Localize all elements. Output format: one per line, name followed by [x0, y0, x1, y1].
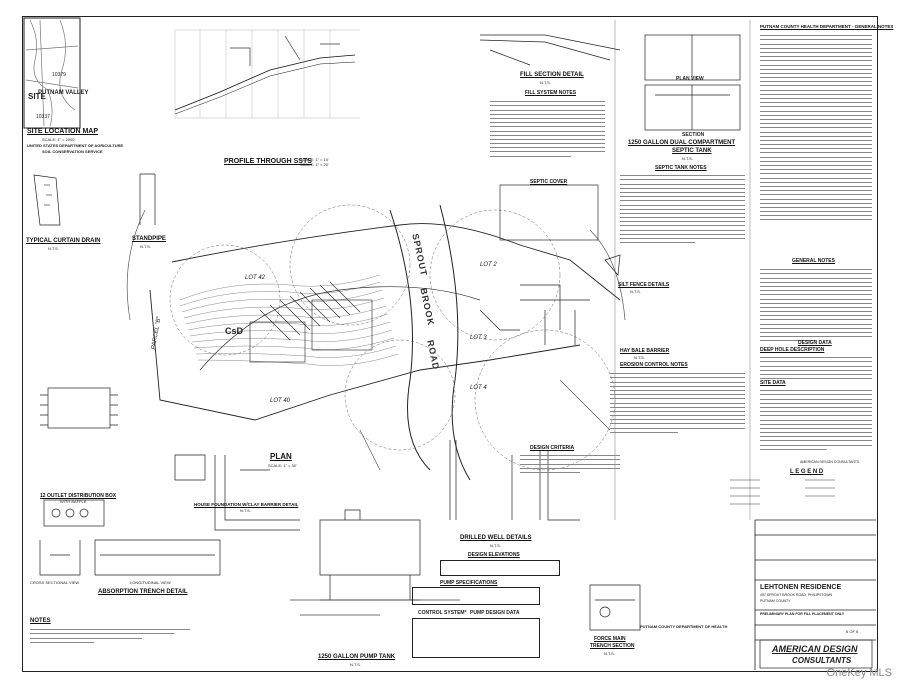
lot-label-40: LOT 40: [270, 398, 291, 404]
lot-label-4: LOT 4: [470, 385, 487, 391]
deep-hole-lines: [760, 354, 872, 382]
map-number-a: 10379: [52, 72, 66, 78]
septic-notes-lines: [620, 172, 745, 246]
house-foundation-title: HOUSE FOUNDATION W/CLAY BARRIER DETAIL: [194, 502, 299, 507]
legend-title: L E G E N D: [790, 469, 824, 475]
consultants-name-2: CONSULTANTS: [792, 656, 852, 665]
pump-design-title: PUMP DESIGN DATA: [470, 610, 520, 616]
site-label: SITE: [28, 92, 46, 101]
trench-long-label: LONGITUDINAL VIEW: [130, 580, 171, 585]
plan-title: PLAN: [270, 452, 292, 461]
curtain-drain-scale: N.T.S.: [48, 246, 59, 251]
erosion-notes-title: EROSION CONTROL NOTES: [620, 362, 688, 368]
site-map-title: SITE LOCATION MAP: [27, 128, 99, 135]
design-data-title: DESIGN DATA: [798, 340, 832, 346]
design-criteria-lines: [520, 452, 620, 476]
hay-bale-title: HAY BALE BARRIER: [620, 348, 670, 354]
septic-tank-scale: N.T.S.: [682, 156, 693, 161]
septic-plan-view: PLAN VIEW: [676, 76, 704, 82]
silt-fence-scale: N.T.S.: [630, 289, 641, 294]
design-criteria-title: DESIGN CRITERIA: [530, 445, 575, 451]
pump-design-table: [412, 618, 540, 658]
health-notes-title: PUTNAM COUNTY HEALTH DEPARTMENT - GENERA…: [760, 24, 894, 29]
soil-label: CsD: [225, 326, 244, 336]
septic-tank-title-2: SEPTIC TANK: [672, 148, 712, 154]
site-map-source-2: SOIL CONSERVATION SERVICE: [42, 149, 103, 154]
fill-notes-title: FILL SYSTEM NOTES: [525, 90, 577, 96]
site-data-lines: [760, 387, 872, 453]
well-title: DRILLED WELL DETAILS: [460, 535, 532, 541]
fill-section-scale: N.T.S.: [540, 80, 551, 85]
force-main-title-2: TRENCH SECTION: [590, 643, 635, 649]
general-notes-lines: [760, 266, 872, 345]
fill-section-title: FILL SECTION DETAIL: [520, 72, 584, 78]
stamp-label: AMERICAN DESIGN CONSULTANTS: [800, 460, 860, 464]
force-main-title-1: FORCE MAIN: [594, 636, 626, 642]
pump-tank-scale: N.T.S.: [350, 662, 361, 667]
town-label: PUTNAM VALLEY: [38, 90, 89, 96]
site-data-title: SITE DATA: [760, 380, 786, 386]
septic-section: SECTION: [682, 132, 705, 138]
drawing-border: [22, 16, 878, 672]
deep-hole-title: DEEP HOLE DESCRIPTION: [760, 347, 825, 353]
sheet-title: PRELIMINARY PLAN FOR FILL PLACEMENT ONLY: [760, 612, 845, 616]
curtain-drain-title: TYPICAL CURTAIN DRAIN: [26, 238, 101, 244]
pump-spec-title: PUMP SPECIFICATIONS: [440, 580, 498, 586]
profile-vscale: SCALE: 1" = 10': [300, 157, 329, 162]
lot-label-3: LOT 3: [470, 335, 487, 341]
hay-bale-scale: N.T.S.: [634, 355, 645, 360]
project-county: PUTNAM COUNTY: [760, 599, 791, 603]
control-system-title: CONTROL SYSTEM*: [418, 610, 467, 616]
watermark: OneKey MLS: [826, 667, 892, 679]
general-notes-title: GENERAL NOTES: [792, 258, 835, 264]
standpipe-scale: N.T.S.: [140, 244, 151, 249]
lot-label-2: LOT 2: [480, 262, 497, 268]
septic-tank-title-1: 1250 GALLON DUAL COMPARTMENT: [628, 140, 736, 146]
profile-title: PROFILE THROUGH SSTS: [224, 158, 312, 165]
septic-cover-title: SEPTIC COVER: [530, 179, 568, 185]
map-number-b: 10337: [36, 114, 50, 120]
silt-fence-title: SILT FENCE DETAILS: [618, 282, 670, 288]
health-dept-label: PUTNAM COUNTY DEPARTMENT OF HEALTH: [640, 624, 728, 629]
notes-title: NOTES: [30, 618, 51, 624]
dbox-title: 12 OUTLET DISTRIBUTION BOX: [40, 493, 117, 499]
plan-scale: SCALE: 1" = 30': [268, 463, 297, 468]
notes-lines: [30, 626, 190, 646]
dbox-sub: WITH BAFFLE: [60, 499, 87, 504]
pump-tank-title: 1250 GALLON PUMP TANK: [318, 654, 396, 660]
septic-notes-title: SEPTIC TANK NOTES: [655, 165, 707, 171]
force-main-scale: N.T.S.: [604, 651, 615, 656]
standpipe-title: STANDPIPE: [132, 236, 166, 242]
site-map-scale: SCALE: 1" = 2000': [42, 137, 76, 142]
well-scale: N.T.S.: [490, 543, 501, 548]
project-address: 457 SPROUT BROOK ROAD, PHILIPSTOWN: [760, 593, 833, 597]
erosion-notes-lines: [610, 370, 745, 436]
design-elevations-table: [440, 560, 560, 576]
trench-cross-label: CROSS SECTIONAL VIEW: [30, 580, 80, 585]
sheet-number: 6 OF 6: [846, 629, 859, 634]
project-name: LEHTONEN RESIDENCE: [760, 584, 842, 591]
consultants-name-1: AMERICAN DESIGN: [772, 644, 858, 654]
site-map-source-1: UNITED STATES DEPARTMENT OF AGRICULTURE: [27, 143, 124, 148]
design-elevations-title: DESIGN ELEVATIONS: [468, 552, 520, 558]
fill-notes-lines: [490, 98, 605, 160]
absorption-trench-title: ABSORPTION TRENCH DETAIL: [98, 589, 188, 595]
pump-spec-table: [412, 587, 540, 605]
health-notes-lines: [760, 32, 872, 224]
house-foundation-scale: N.T.S.: [240, 508, 251, 513]
lot-label-42: LOT 42: [245, 275, 266, 281]
profile-hscale: SCALE: 1" = 20': [300, 162, 329, 167]
